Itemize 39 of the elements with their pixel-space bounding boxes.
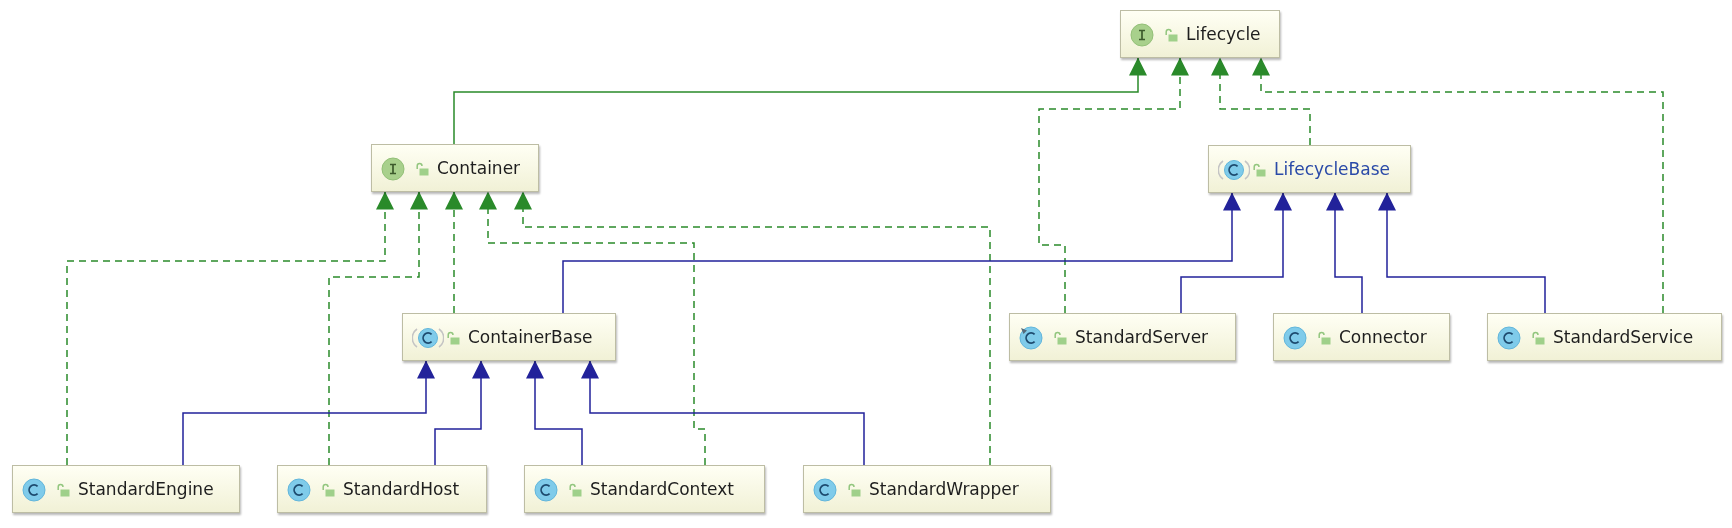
arrow (453, 57, 1147, 145)
class-box (12, 465, 240, 513)
class-box (1009, 313, 1236, 361)
class-name: Connector (1339, 327, 1427, 348)
arrow (581, 360, 865, 466)
class-name: Lifecycle (1186, 24, 1261, 45)
dashed-arrow (479, 191, 706, 466)
class-name: Container (437, 158, 521, 179)
class-box (1273, 313, 1450, 361)
dashed-arrow (1211, 57, 1311, 146)
class-box (524, 465, 765, 513)
class-box (277, 465, 487, 513)
class-name: StandardWrapper (869, 479, 1019, 500)
dashed-arrow (445, 191, 463, 314)
class-box (803, 465, 1051, 513)
arrow (1326, 192, 1363, 314)
arrow (526, 360, 583, 466)
arrow (434, 360, 490, 466)
arrow (1378, 192, 1546, 314)
class-name: StandardServer (1075, 327, 1209, 348)
class-box (1487, 313, 1722, 361)
dashed-arrow (1038, 57, 1189, 314)
dashed-arrow (1252, 57, 1664, 314)
class-name: StandardService (1553, 327, 1694, 348)
dashed-arrow (514, 191, 991, 466)
class-name: LifecycleBase (1274, 159, 1390, 180)
class-name: ContainerBase (468, 327, 593, 348)
class-box (402, 313, 616, 361)
arrow (182, 360, 435, 466)
arrow (1180, 192, 1292, 314)
interface-box (1120, 10, 1280, 58)
interface-box (371, 144, 539, 192)
class-name: StandardContext (590, 479, 734, 500)
dashed-arrow (66, 191, 394, 466)
class-box (1208, 145, 1411, 193)
class-name: StandardHost (343, 479, 460, 500)
arrow (562, 192, 1241, 314)
dashed-arrow (328, 191, 428, 466)
class-name: StandardEngine (78, 479, 214, 500)
